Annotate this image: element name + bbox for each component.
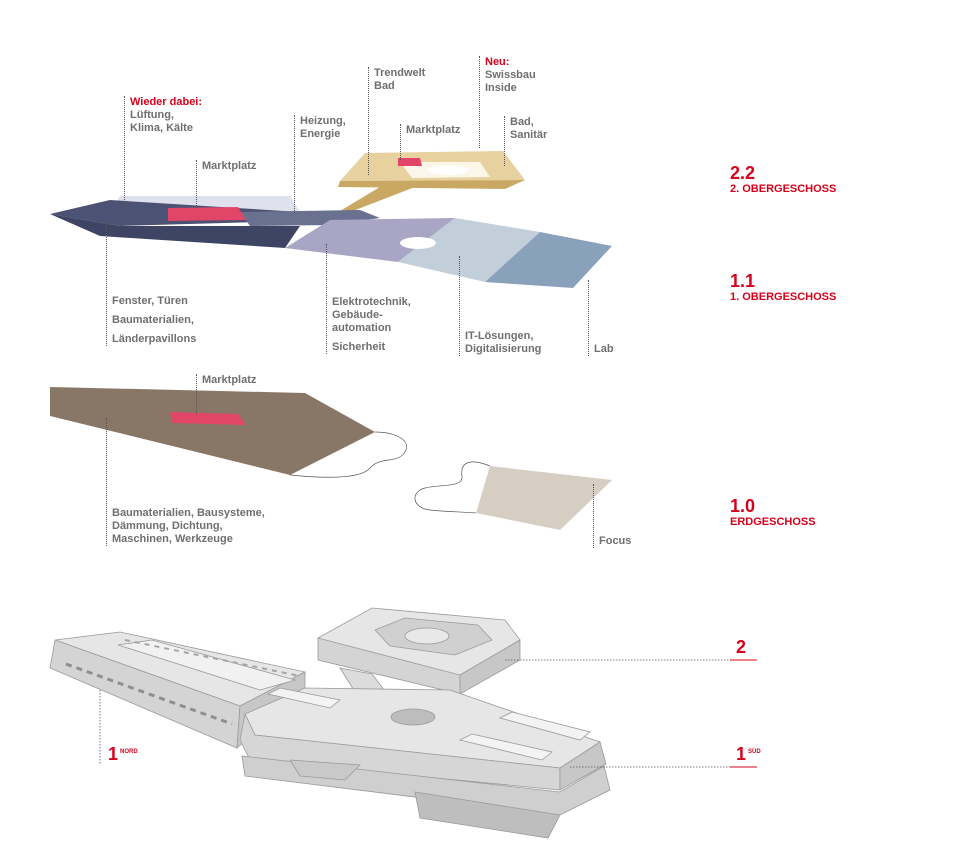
label-lueftung-highlight: Wieder dabei: bbox=[130, 96, 203, 108]
floor-title-1-1: 1.1 1. OBERGESCHOSS bbox=[730, 271, 836, 304]
label-fenster-line-3: Länderpavillons bbox=[112, 333, 197, 345]
label-bad-line-1: Bad, bbox=[510, 116, 534, 128]
label-bad-line-2: Sanitär bbox=[510, 129, 548, 141]
label-baumaterialien-line-3: Maschinen, Werkzeuge bbox=[112, 533, 233, 545]
label-elektro-line-3: automation bbox=[332, 322, 392, 334]
label-marktplatz-2-2: Marktplatz bbox=[400, 124, 460, 160]
floor-number-1-0: 1.0 bbox=[730, 496, 756, 516]
floor-2-2-plan bbox=[335, 151, 525, 214]
label-lueftung-line-1: Lüftung, bbox=[130, 109, 174, 121]
label-swissbau-inside: Neu: Swissbau Inside bbox=[479, 56, 536, 148]
label-marktplatz-1-0: Marktplatz bbox=[196, 374, 256, 414]
hall-1-sued-roof-box-3 bbox=[458, 733, 553, 761]
label-lueftung-line-2: Klima, Kälte bbox=[130, 122, 193, 134]
hall-1-sued-rotunda bbox=[390, 708, 436, 726]
floor-1-1-zone-lab bbox=[485, 232, 612, 288]
floor-1-0-hall-north bbox=[50, 387, 375, 475]
label-marktplatz-1-1-line-1: Marktplatz bbox=[202, 160, 257, 172]
floor-1-1-zone-elektro bbox=[285, 218, 455, 262]
hall-2-rotunda bbox=[404, 627, 450, 645]
label-trendwelt-line-1: Trendwelt bbox=[374, 67, 426, 79]
floor-number-1-1: 1.1 bbox=[730, 271, 756, 291]
label-it-line-1: IT-Lösungen, bbox=[465, 330, 534, 342]
label-elektro-line-1: Elektrotechnik, bbox=[332, 296, 411, 308]
floor-1-0-hall-south-outline bbox=[414, 461, 491, 514]
floor-2-2-front-strip bbox=[338, 180, 525, 189]
label-heizung-line-1: Heizung, bbox=[300, 115, 346, 127]
floor-name-2-2: 2. OBERGESCHOSS bbox=[730, 183, 837, 195]
model-label-hall-2: 2 bbox=[736, 637, 746, 657]
building-model bbox=[49, 607, 611, 839]
floor-2-2-bridge bbox=[335, 187, 415, 214]
model-leader-lines bbox=[99, 659, 757, 768]
marktplatz-1-1-marker bbox=[168, 207, 246, 221]
hall-1-sued-roof-box-2 bbox=[498, 711, 591, 741]
floor-number-2-2: 2.2 bbox=[730, 163, 756, 183]
label-baumaterialien-line-2: Dämmung, Dichtung, bbox=[112, 520, 223, 532]
label-focus-line-1: Focus bbox=[599, 535, 632, 547]
label-it-loesungen: IT-Lösungen, Digitalisierung bbox=[459, 256, 541, 356]
label-elektrotechnik: Elektrotechnik, Gebäude- automation Sich… bbox=[326, 244, 411, 354]
label-bad-sanitaer: Bad, Sanitär bbox=[504, 116, 547, 166]
label-swissbau-line-2: Inside bbox=[485, 82, 517, 94]
hall-1-sued-plinth bbox=[289, 759, 361, 781]
floor-title-1-0: 1.0 ERDGESCHOSS bbox=[730, 496, 816, 529]
floor-name-1-0: ERDGESCHOSS bbox=[730, 516, 816, 528]
hall-1-nord-roof-strip bbox=[117, 639, 297, 691]
label-focus: Focus bbox=[593, 484, 631, 548]
floor-title-2-2: 2.2 2. OBERGESCHOSS bbox=[730, 163, 836, 196]
label-marktplatz-2-2-line-1: Marktplatz bbox=[406, 124, 461, 136]
label-trendwelt-bad: Trendwelt Bad bbox=[368, 67, 425, 175]
model-label-hall-1-sued-number: 1 bbox=[736, 744, 747, 764]
label-elektro-line-4: Sicherheit bbox=[332, 341, 386, 353]
marktplatz-2-2-marker bbox=[398, 158, 422, 166]
label-heizung-line-2: Energie bbox=[300, 128, 341, 140]
label-it-line-2: Digitalisierung bbox=[465, 343, 542, 355]
label-lab-line-1: Lab bbox=[594, 343, 614, 355]
floor-1-1-zone-navy-front bbox=[50, 214, 300, 248]
label-lab: Lab bbox=[588, 280, 614, 356]
label-swissbau-highlight: Neu: bbox=[485, 56, 510, 68]
model-label-hall-2-number: 2 bbox=[736, 637, 747, 657]
model-label-hall-1-nord-number: 1 bbox=[108, 744, 119, 764]
floor-1-1-zone-it bbox=[398, 218, 540, 282]
label-trendwelt-line-2: Bad bbox=[374, 80, 395, 92]
floor-1-1-plan bbox=[50, 196, 612, 288]
hall-1-sued-side bbox=[559, 741, 607, 791]
model-label-underlines bbox=[730, 659, 757, 768]
label-marktplatz-1-0-line-1: Marktplatz bbox=[202, 374, 257, 386]
floor-2-2-rotunda bbox=[428, 165, 468, 175]
marktplatz-1-0-marker bbox=[170, 412, 246, 425]
label-fenster-line-2: Baumaterialien, bbox=[112, 314, 194, 326]
label-elektro-line-2: Gebäude- bbox=[332, 309, 383, 321]
model-label-hall-1-sued-suffix: SÜD bbox=[748, 749, 761, 755]
label-marktplatz-1-1: Marktplatz bbox=[196, 160, 256, 208]
hall-1-sued-base bbox=[414, 791, 561, 839]
label-lueftung-klima: Wieder dabei: Lüftung, Klima, Kälte bbox=[124, 96, 202, 204]
hall-1-nord-window-row bbox=[65, 662, 233, 726]
floor-1-1-rotunda bbox=[400, 237, 436, 249]
label-fenster-tueren: Fenster, Türen Baumaterialien, Länderpav… bbox=[106, 222, 196, 346]
model-label-hall-1-nord-suffix: NORD bbox=[120, 749, 138, 755]
hall-1-sued-roof-box-1 bbox=[266, 687, 341, 709]
floor-1-0-plan bbox=[50, 387, 612, 530]
label-swissbau-line-1: Swissbau bbox=[485, 69, 536, 81]
label-heizung-energie: Heizung, Energie bbox=[294, 115, 346, 213]
label-fenster-line-1: Fenster, Türen bbox=[112, 295, 188, 307]
label-baumaterialien: Baumaterialien, Bausysteme, Dämmung, Dic… bbox=[106, 418, 265, 546]
floor-name-1-1: 1. OBERGESCHOSS bbox=[730, 291, 837, 303]
floor-1-0-hall-north-outline bbox=[289, 431, 407, 478]
label-baumaterialien-line-1: Baumaterialien, Bausysteme, bbox=[112, 507, 265, 519]
floor-1-0-focus-zone bbox=[476, 466, 612, 530]
